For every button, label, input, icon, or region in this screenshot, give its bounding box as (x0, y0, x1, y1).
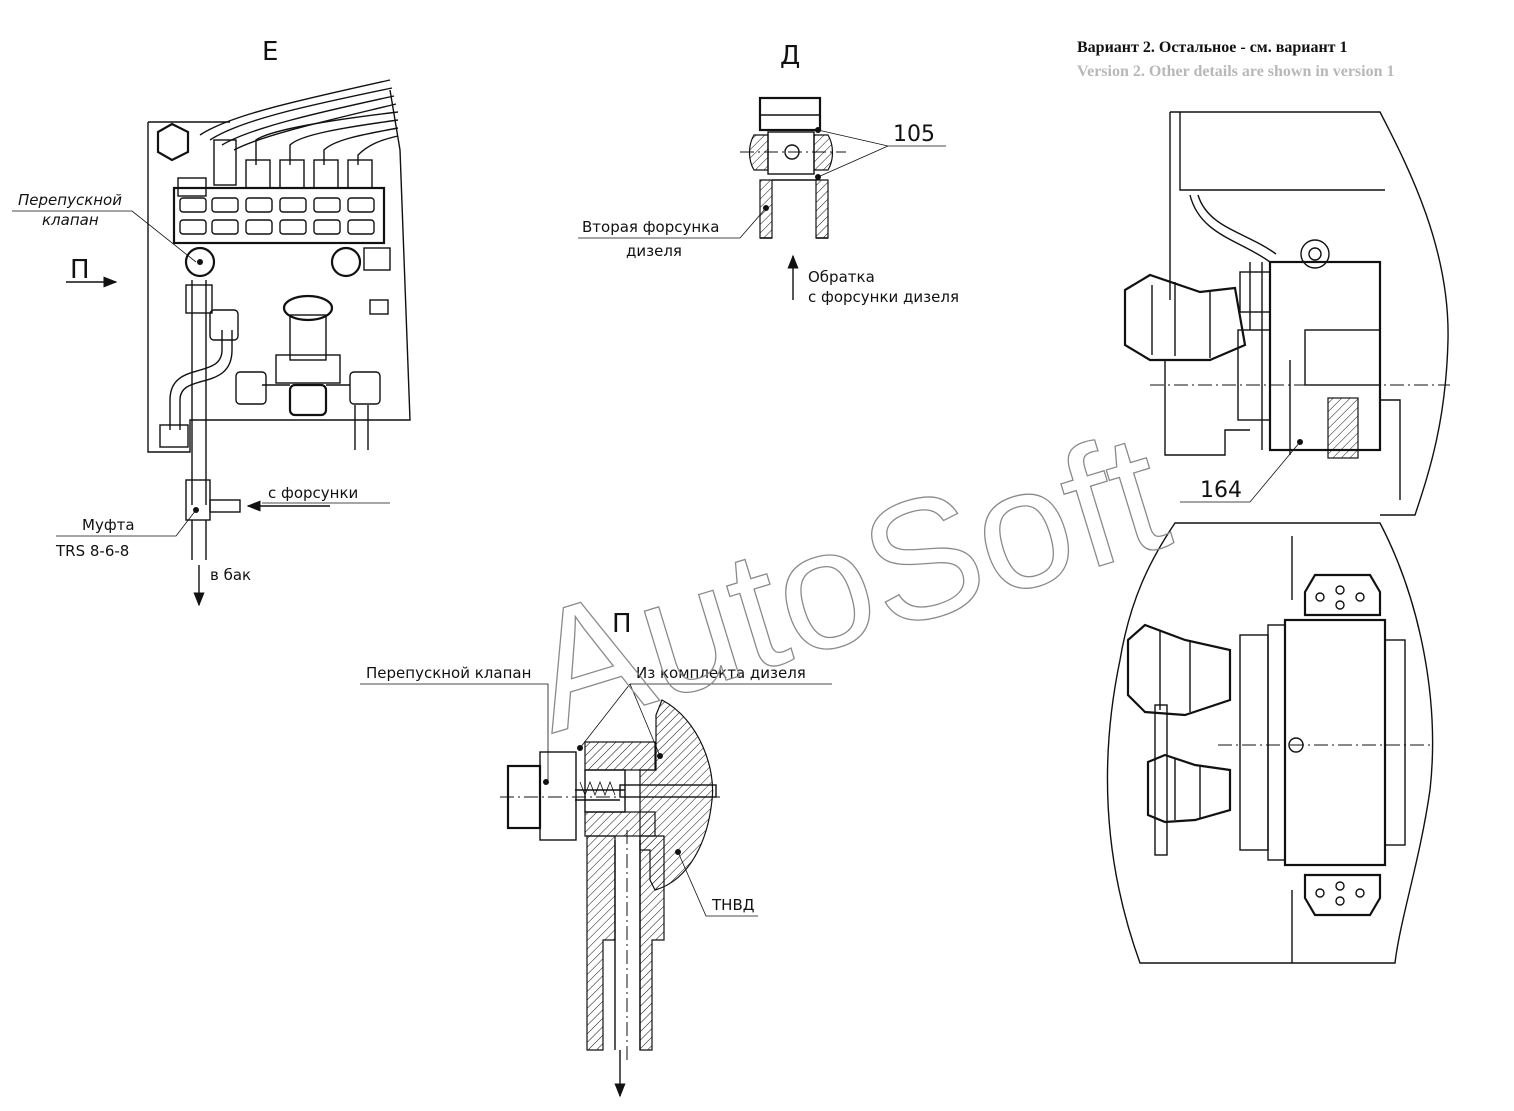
diesel-kit-label: Из комплекта дизеля (636, 664, 806, 682)
return-label-1: Обратка (808, 268, 875, 286)
injector-nut (758, 96, 822, 132)
e-frame (147, 89, 411, 453)
callout-105: 105 (893, 122, 935, 147)
bracket-top (1303, 573, 1382, 617)
hex-nut-icon (156, 122, 190, 162)
bypass-valve-label-2: клапан (42, 211, 99, 229)
detail-bottom-right (1106, 522, 1434, 964)
callout-164: 164 (1200, 478, 1242, 503)
from-injector-label: с форсунки (268, 484, 358, 502)
injector-rail (172, 186, 386, 245)
view-p-arrow-label: П (70, 255, 90, 285)
note-ru: Вариант 2. Остальное - см. вариант 1 (1077, 39, 1348, 56)
second-injector-label-1: Вторая форсунка (582, 218, 719, 236)
to-tank-label: в бак (210, 566, 251, 584)
view-d: Д 105 Вторая форсунка дизеля Обратка с ф… (578, 41, 959, 306)
second-injector-label-2: дизеля (626, 242, 682, 260)
tnvd-label: ТНВД (711, 896, 754, 914)
motor-lower (1146, 753, 1232, 824)
hydraulic-motor (1123, 273, 1247, 362)
central-valve (235, 294, 389, 450)
bracket-bottom (1303, 873, 1382, 917)
drum (1283, 618, 1387, 867)
bypass-valve-nut (184, 246, 216, 278)
return-tube (191, 280, 207, 505)
coupling-label-2: TRS 8-6-8 (55, 542, 129, 560)
flange (1268, 260, 1382, 452)
detail-top-right: 164 (1123, 111, 1450, 516)
view-p-title: П (612, 609, 632, 639)
view-e: Е (12, 37, 411, 607)
watermark: AutoSoft (507, 397, 1186, 769)
return-label-2: с форсунки дизеля (808, 288, 959, 306)
fitting-row (177, 159, 373, 197)
coupling-label-1: Муфта (82, 516, 135, 534)
note-en: Version 2. Other details are shown in ve… (1077, 63, 1395, 80)
bypass-valve-p-label: Перепускной клапан (366, 664, 531, 682)
bypass-valve-label-1: Перепускной (18, 191, 122, 209)
motor-upper (1126, 623, 1232, 717)
view-d-title: Д (780, 41, 800, 71)
view-e-title: Е (262, 37, 278, 67)
view-p-section: П Перепускной клапан Из комплекта дизеля… (360, 609, 832, 1098)
